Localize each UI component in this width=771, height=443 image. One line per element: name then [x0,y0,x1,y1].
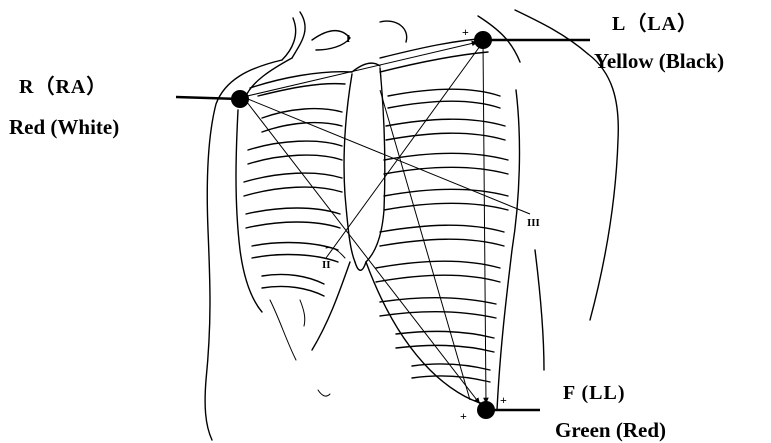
electrode-ll-plus-sign-right: + [500,393,507,407]
electrode-ra-leader [176,97,240,99]
torso-illustration [205,10,618,440]
electrode-la: L（LA） Yellow (Black) + [462,12,724,73]
electrode-ll-plus-sign-left: + [460,409,467,423]
lead-ii-vector [243,97,480,404]
lead-iii-label: III [527,217,540,229]
electrode-la-colors: Yellow (Black) [594,49,724,73]
lead-ii-label: II [322,259,331,271]
electrode-ra-colors: Red (White) [9,115,119,139]
electrode-ll: F (LL) Green (Red) + + [460,382,666,442]
electrode-la-plus-sign: + [462,25,469,39]
axis-line-mid [380,90,470,400]
electrode-ra-title: R（RA） [19,75,107,98]
electrode-ra: R（RA） Red (White) [9,75,249,139]
lead-i-label: I [346,33,350,45]
electrode-la-title: L（LA） [612,12,698,35]
electrode-ll-colors: Green (Red) [555,418,666,442]
electrode-ll-title: F (LL) [563,382,625,404]
